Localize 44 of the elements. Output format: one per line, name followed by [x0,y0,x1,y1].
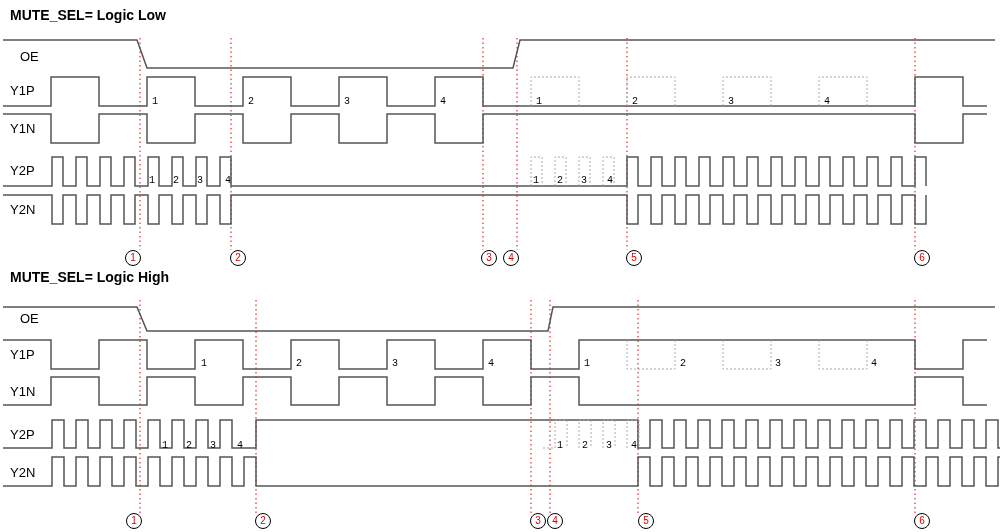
signal-label: Y1N [10,121,36,135]
signal-label: OE [20,49,39,63]
cycle-number: 1 [201,359,207,369]
signal-label: OE [20,311,39,325]
cycle-number: 4 [488,359,494,369]
cycle-number: 1 [536,97,542,107]
cycle-number: 1 [149,176,155,186]
section-heading: MUTE_SEL= Logic High [10,270,170,284]
cycle-number: 1 [162,441,168,451]
signal-label: Y2N [10,465,36,479]
signal-label: Y2P [10,427,35,441]
cycle-number: 3 [775,359,781,369]
signal-label: Y1N [10,384,36,398]
cycle-number: 3 [728,97,734,107]
cycle-number: 2 [632,97,638,107]
signal-label: Y2P [10,163,35,177]
cycle-number: 2 [680,359,686,369]
cycle-number: 3 [606,441,612,451]
cycle-number: 2 [296,359,302,369]
cycle-number: 4 [237,441,243,451]
cycle-number: 1 [152,97,158,107]
cycle-number: 3 [392,359,398,369]
cycle-number: 1 [557,441,563,451]
cycle-number: 4 [607,176,613,186]
cycle-number: 2 [186,441,192,451]
cycle-number: 1 [533,176,539,186]
cycle-number: 3 [197,176,203,186]
section-heading: MUTE_SEL= Logic Low [10,8,166,22]
cycle-number: 4 [871,359,877,369]
cycle-number: 4 [631,441,637,451]
signal-label: Y1P [10,83,35,97]
cycle-number: 2 [248,97,254,107]
cycle-number: 2 [582,441,588,451]
cycle-number: 4 [824,97,830,107]
cycle-number: 3 [581,176,587,186]
cycle-number: 2 [173,176,179,186]
cycle-number: 1 [584,359,590,369]
cycle-number: 2 [557,176,563,186]
signal-label: Y2N [10,202,36,216]
cycle-number: 3 [210,441,216,451]
cycle-number: 4 [440,97,446,107]
cycle-number: 3 [344,97,350,107]
cycle-number: 4 [225,176,231,186]
signal-label: Y1P [10,347,35,361]
